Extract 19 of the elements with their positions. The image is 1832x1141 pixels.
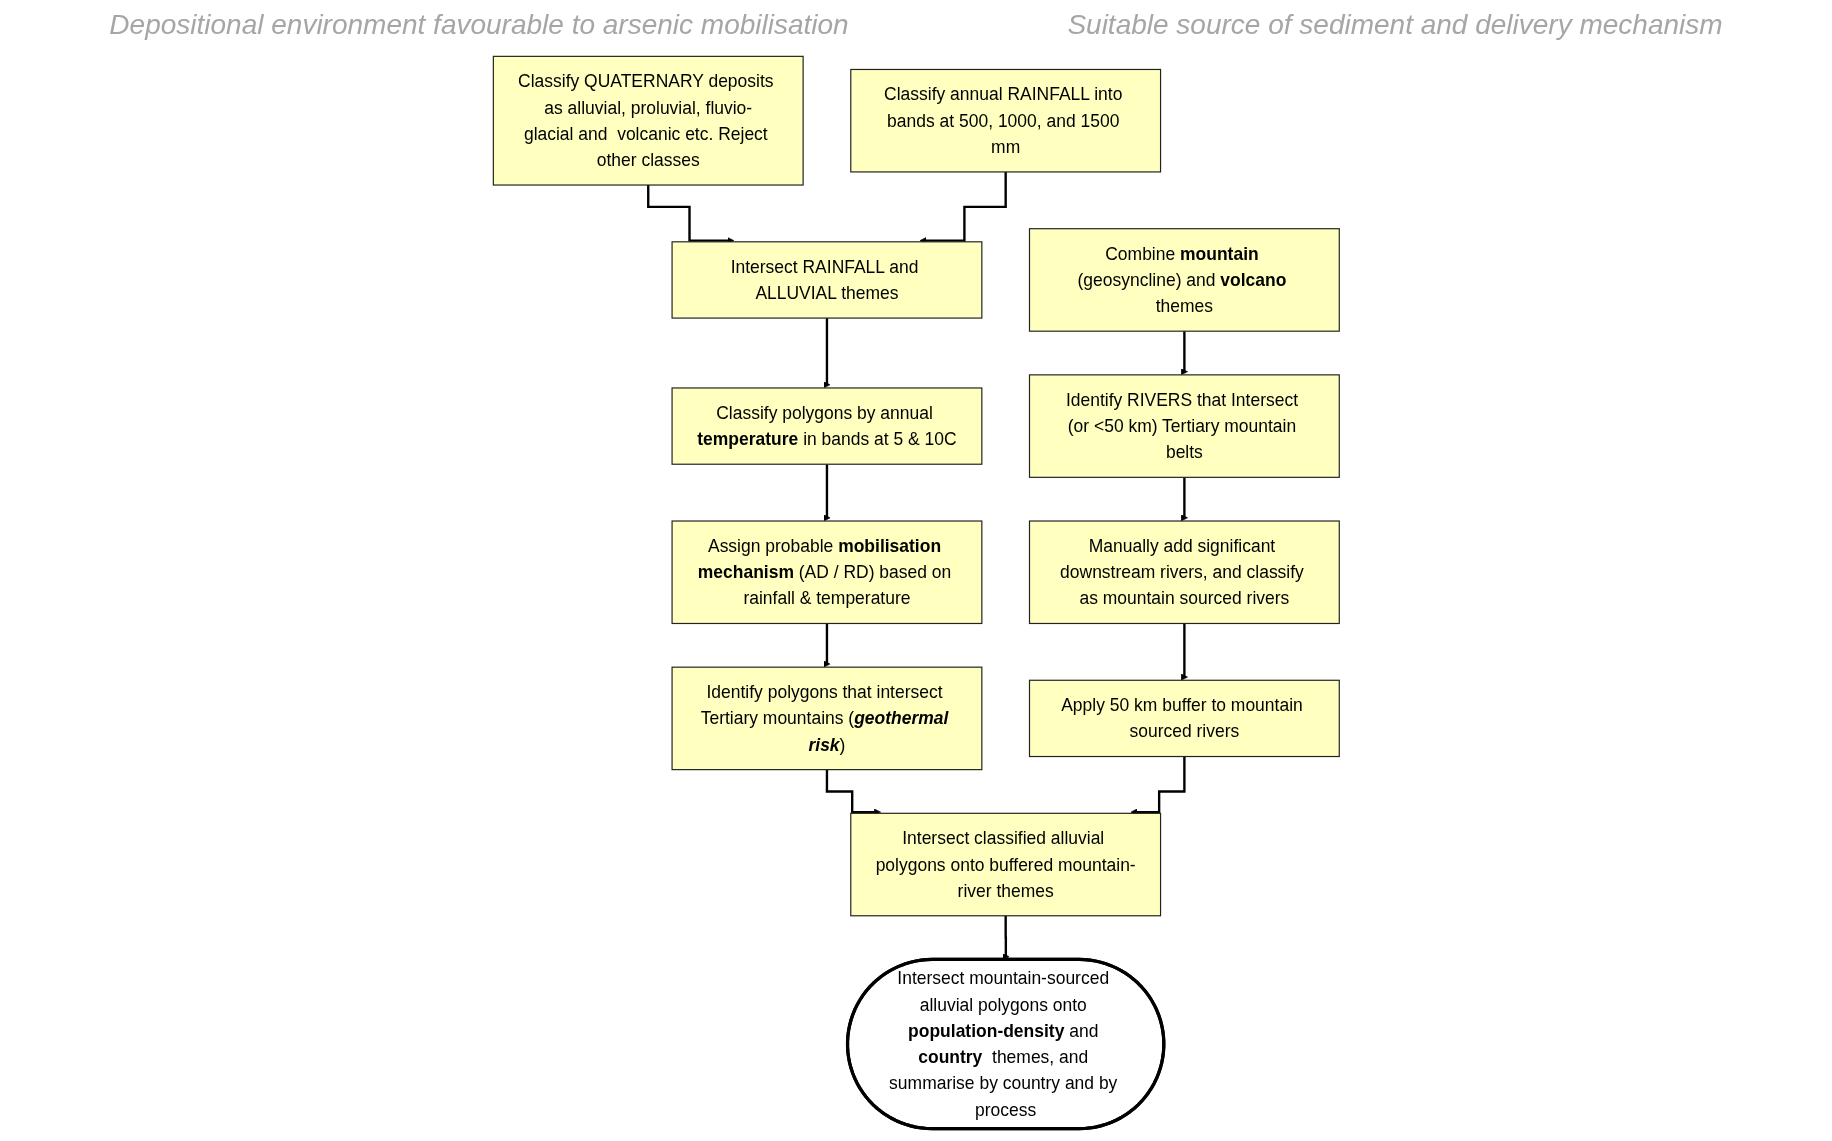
node-box: Intersect classified alluvial polygons onto buffered mountain-river themes	[849, 812, 1161, 917]
node-box: Combine mountain (geosyncline) and volcano themes	[1028, 228, 1340, 332]
node-box: Apply 50 km buffer to mountain sourced rivers	[1028, 679, 1340, 758]
node-box: Intersect RAINFALL and ALLUVIAL themes	[671, 241, 983, 319]
node-box: Identify RIVERS that Intersect (or <50 km) Tertiary mountain belts	[1028, 374, 1340, 478]
section-note: Depositional environment favourable to arsenic mobilisation	[109, 9, 849, 41]
node-box: Classify QUATERNARY deposits as alluvial, proluvial, fluvio-glacial and volcanic etc. Reject other classes	[492, 55, 804, 186]
node-box: Classify annual RAINFALL into bands at 500, 1000, and 1500 mm	[849, 68, 1161, 173]
arrow	[1180, 330, 1188, 376]
arrow	[1180, 622, 1188, 681]
arrow	[823, 463, 831, 522]
arrow	[823, 622, 831, 668]
node-box: Manually add significant downstream rivers, and classify as mountain sourced rivers	[1028, 520, 1340, 625]
node-box: Identify polygons that intersect Tertiary mountains (geothermal risk)	[671, 666, 983, 771]
arrow	[1180, 476, 1188, 522]
node-box: Classify polygons by annual temperature in bands at 5 & 10C	[671, 387, 983, 465]
node-box: Assign probable mobilisation mechanism (AD / RD) based on rainfall & temperature	[671, 520, 983, 625]
arrow	[1130, 755, 1186, 816]
section-note: Suitable source of sediment and delivery mechanism	[1067, 9, 1723, 41]
